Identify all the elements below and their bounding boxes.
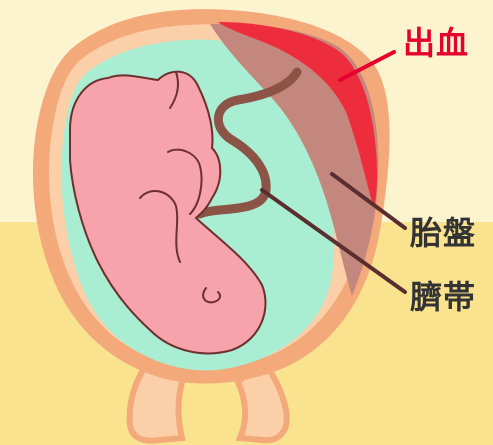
label-umbilical-cord: 臍帯	[410, 281, 476, 313]
label-bleeding: 出血	[403, 27, 469, 59]
label-placenta: 胎盤	[410, 217, 476, 249]
